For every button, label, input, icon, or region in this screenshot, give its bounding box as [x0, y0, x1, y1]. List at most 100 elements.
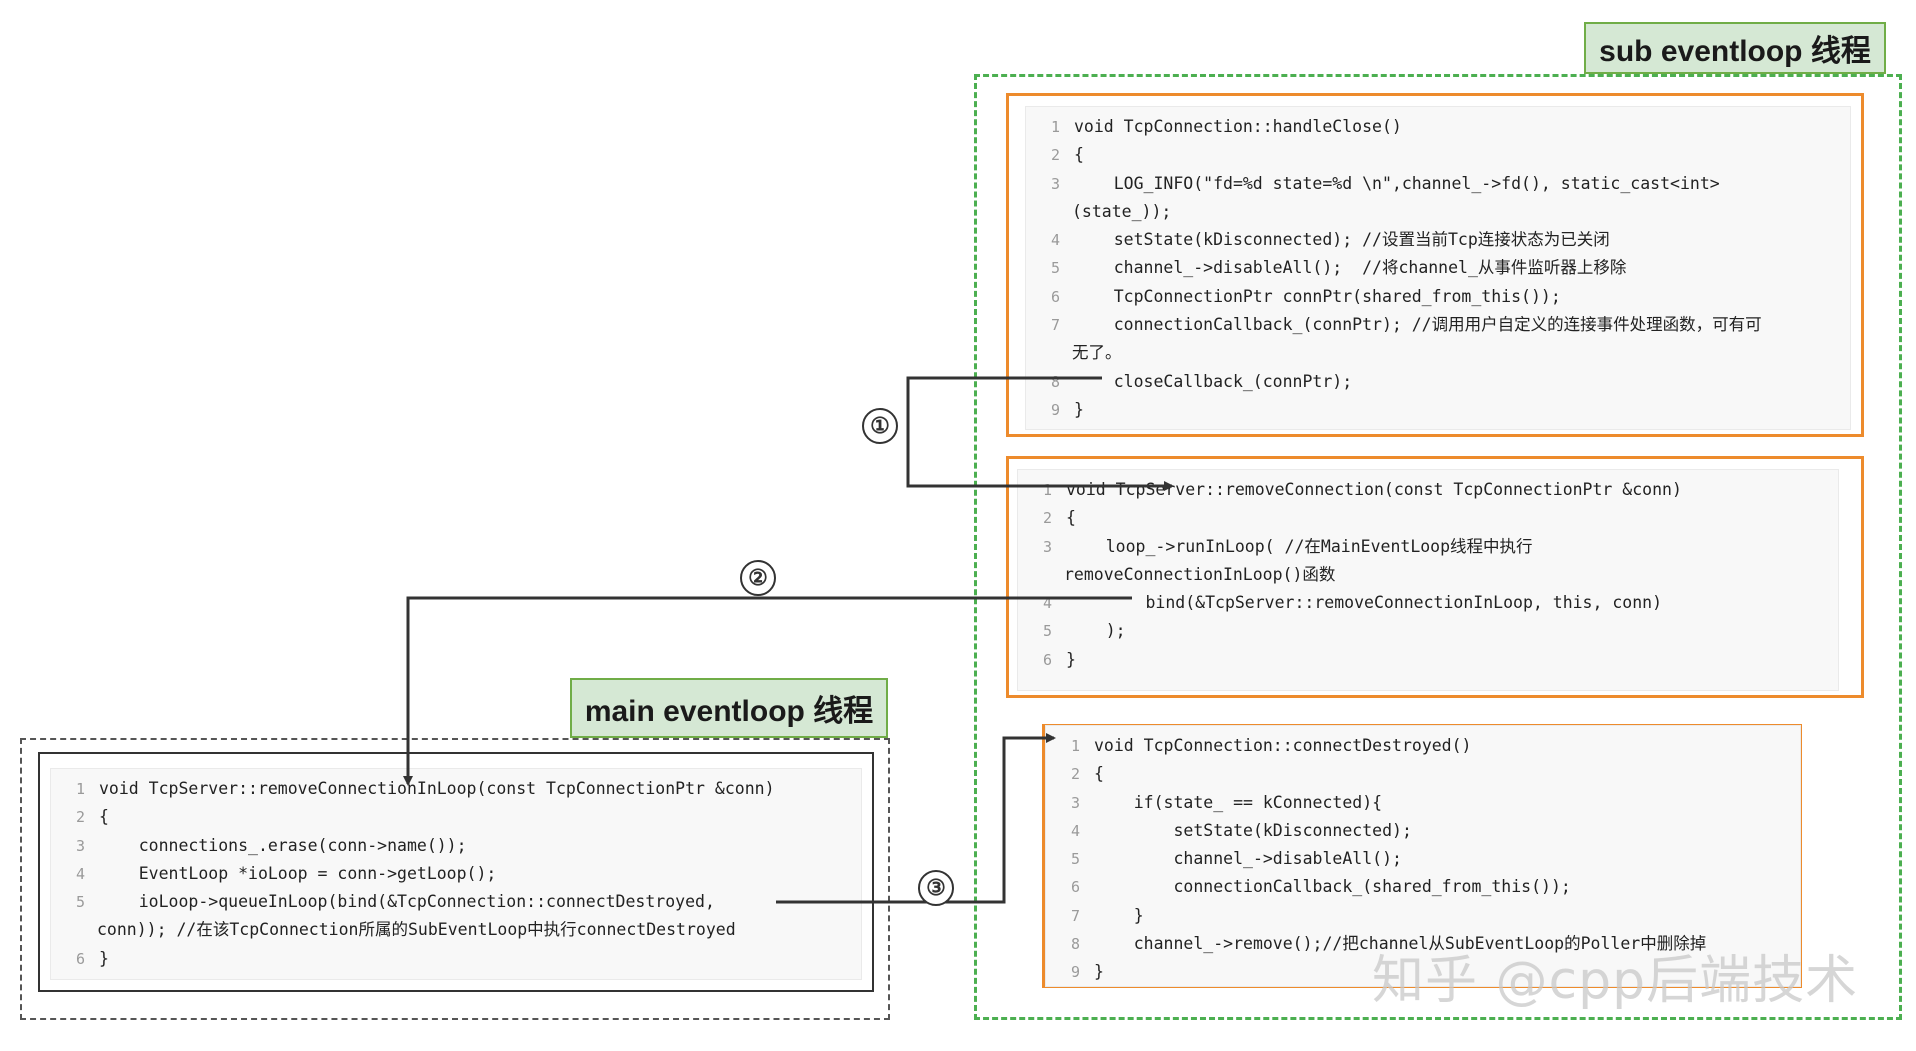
- code-text: {: [1066, 508, 1076, 528]
- code-text: ioLoop->queueInLoop(bind(&TcpConnection:…: [99, 892, 715, 912]
- code-text: {: [99, 807, 109, 827]
- line-number: 7: [1050, 316, 1060, 335]
- code-line: 9}: [1026, 396, 1850, 424]
- code-text: connections_.erase(conn->name());: [99, 835, 467, 855]
- code-text: );: [1066, 621, 1126, 641]
- code-text: {: [1094, 764, 1104, 784]
- code-line: 8 channel_->remove();//把channel从SubEvent…: [1046, 930, 1800, 958]
- line-number: 5: [1070, 850, 1080, 869]
- code-text: 无了。: [1072, 343, 1122, 363]
- sub-eventloop-label: sub eventloop 线程: [1584, 22, 1886, 74]
- code-line: 3 LOG_INFO("fd=%d state=%d \n",channel_-…: [1026, 170, 1850, 198]
- line-number: 3: [75, 836, 85, 855]
- code-text: channel_->disableAll(); //将channel_从事件监听…: [1074, 258, 1627, 278]
- line-number: 9: [1050, 400, 1060, 419]
- line-number: 4: [1070, 821, 1080, 840]
- code-line: 6 TcpConnectionPtr connPtr(shared_from_t…: [1026, 283, 1850, 311]
- code-line: 3 connections_.erase(conn->name());: [51, 832, 861, 860]
- line-number: 2: [1070, 765, 1080, 784]
- line-number: 6: [1070, 878, 1080, 897]
- code-line: (state_));: [1026, 198, 1850, 226]
- code-text: EventLoop *ioLoop = conn->getLoop();: [99, 863, 497, 883]
- code-line: 3 loop_->runInLoop( //在MainEventLoop线程中执…: [1018, 533, 1838, 561]
- watermark-text: 知乎 @cpp后端技术: [1372, 951, 1859, 1011]
- code-line: 6}: [1018, 646, 1838, 674]
- line-number: 3: [1070, 793, 1080, 812]
- code-text: loop_->runInLoop( //在MainEventLoop线程中执行: [1066, 536, 1533, 556]
- code-text: LOG_INFO("fd=%d state=%d \n",channel_->f…: [1074, 173, 1720, 193]
- code-text: bind(&TcpServer::removeConnectionInLoop,…: [1066, 593, 1663, 613]
- sub-eventloop-region: [974, 74, 1902, 1020]
- code-text: closeCallback_(connPtr);: [1074, 371, 1353, 391]
- code-line: 无了。: [1026, 339, 1850, 367]
- line-number: 4: [1042, 594, 1052, 613]
- code-text: }: [1094, 905, 1144, 925]
- code-line: removeConnectionInLoop()函数: [1018, 561, 1838, 589]
- line-number: 8: [1070, 935, 1080, 954]
- code-text: channel_->disableAll();: [1094, 849, 1402, 869]
- line-number: 8: [1050, 372, 1060, 391]
- line-number: 2: [1042, 509, 1052, 528]
- code-text: if(state_ == kConnected){: [1094, 792, 1383, 812]
- line-number: 4: [1050, 231, 1060, 250]
- code-text: conn)); //在该TcpConnection所属的SubEventLoop…: [97, 920, 736, 940]
- remove-connection-in-loop-box: 1 void TcpServer::removeConnectionInLoop(…: [38, 752, 874, 992]
- code-line: 5 channel_->disableAll(); //将channel_从事件…: [1026, 254, 1850, 282]
- line-number: 5: [75, 893, 85, 912]
- code-line: 2{: [1018, 504, 1838, 532]
- code-line: 2{: [1046, 760, 1800, 788]
- line-number: 7: [1070, 906, 1080, 925]
- code-line: 6}: [51, 945, 861, 973]
- code-line: 4 bind(&TcpServer::removeConnectionInLoo…: [1018, 589, 1838, 617]
- step-3-marker: ③: [918, 870, 954, 906]
- code-line: 6 connectionCallback_(shared_from_this()…: [1046, 873, 1800, 901]
- line-number: 6: [1042, 650, 1052, 669]
- line-number: 3: [1050, 174, 1060, 193]
- code-text: removeConnectionInLoop()函数: [1064, 564, 1336, 584]
- code-line: 5 );: [1018, 617, 1838, 645]
- code-text: }: [1094, 962, 1104, 982]
- line-number: 6: [75, 949, 85, 968]
- line-number: 6: [1050, 287, 1060, 306]
- code-text: (state_));: [1072, 201, 1172, 221]
- arrow-1: [906, 376, 1174, 491]
- code-text: channel_->remove();//把channel从SubEventLo…: [1094, 934, 1707, 954]
- code-line: 2{: [1026, 141, 1850, 169]
- code-text: }: [99, 948, 109, 968]
- code-text: setState(kDisconnected); //设置当前Tcp连接状态为已…: [1074, 230, 1610, 250]
- code-text: void TcpServer::removeConnection(const T…: [1066, 480, 1682, 499]
- code-line: 7 connectionCallback_(connPtr); //调用用户自定…: [1026, 311, 1850, 339]
- code-line: 5 ioLoop->queueInLoop(bind(&TcpConnectio…: [51, 888, 861, 916]
- code-text: }: [1074, 399, 1084, 419]
- code-line: 1 void TcpServer::removeConnectionInLoop(…: [51, 775, 861, 803]
- line-number: 1: [75, 780, 85, 798]
- code-line: 2{: [51, 803, 861, 831]
- line-number: 5: [1050, 259, 1060, 278]
- code-text: setState(kDisconnected);: [1094, 820, 1412, 840]
- main-eventloop-label: main eventloop 线程: [570, 678, 888, 738]
- code-text: void TcpConnection::connectDestroyed(): [1094, 736, 1472, 755]
- arrow-2: [403, 596, 1132, 786]
- line-number: 2: [1050, 146, 1060, 165]
- line-number: 3: [1042, 537, 1052, 556]
- code-text: connectionCallback_(shared_from_this());: [1094, 877, 1571, 897]
- arrow-3: [776, 733, 1056, 904]
- code-text: }: [1066, 649, 1076, 669]
- code-text: connectionCallback_(connPtr); //调用用户自定义的…: [1074, 315, 1762, 335]
- step-1-marker: ①: [862, 408, 898, 444]
- code-text: void TcpConnection::handleClose(): [1074, 117, 1402, 136]
- code-text: void TcpServer::removeConnectionInLoop(c…: [99, 779, 775, 798]
- code-line: conn)); //在该TcpConnection所属的SubEventLoop…: [51, 916, 861, 944]
- remove-connection-in-loop-code: 1 void TcpServer::removeConnectionInLoop(…: [50, 768, 862, 980]
- code-text: {: [1074, 145, 1084, 165]
- code-line: 4 setState(kDisconnected);: [1046, 817, 1800, 845]
